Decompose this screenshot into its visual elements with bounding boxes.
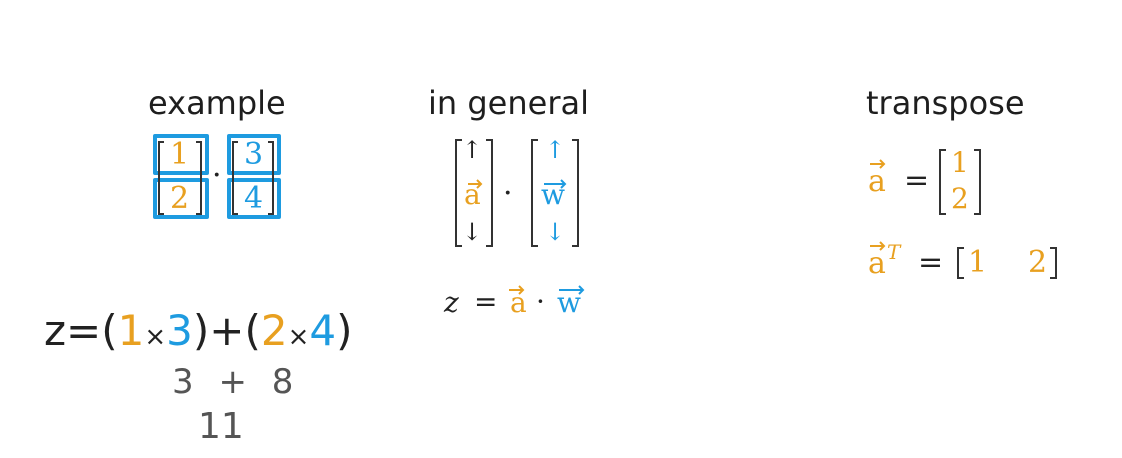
hw-one: 1 [117, 306, 145, 355]
example-brackets [158, 141, 274, 215]
general-w-symbol: w [541, 178, 565, 211]
transpose-equals-1: = [904, 163, 930, 198]
general-arrow-down-a: ↓ [462, 218, 483, 246]
transpose-at-label: a [868, 246, 886, 281]
highlight-box-a1 [153, 134, 209, 175]
example-dot: · [212, 158, 222, 193]
example-a-value-2: 2 [170, 181, 190, 216]
hw-plus: + [209, 306, 245, 355]
transpose-col-value-2: 2 [951, 182, 969, 215]
hw-two: 2 [260, 306, 288, 355]
hw-close-paren-1: ) [192, 306, 210, 355]
transpose-t-superscript: T [887, 240, 901, 264]
general-dot: · [503, 176, 513, 211]
heading-transpose: transpose [866, 84, 1025, 122]
general-arrow-up-a: ↑ [462, 136, 483, 164]
example-a-value-1: 1 [170, 137, 190, 172]
example-w-value-1: 3 [244, 137, 264, 172]
hw-z: z [44, 306, 67, 355]
transpose-row-value-1: 1 [968, 245, 988, 280]
transpose-equals-2: = [918, 245, 944, 280]
hw-equals: = [66, 306, 102, 355]
transpose-col-value-1: 1 [951, 146, 969, 179]
hw-step-plus: + [218, 362, 247, 402]
hw-open-paren-1: ( [101, 306, 118, 355]
hw-four: 4 [309, 306, 337, 355]
hw-open-paren-2: ( [244, 306, 261, 355]
hw-times-2: × [287, 322, 310, 352]
transpose-graphics [870, 149, 1057, 279]
general-eq-a: a [510, 286, 527, 319]
transpose-row-value-2: 2 [1028, 245, 1048, 280]
general-a-symbol: a [464, 178, 481, 211]
general-arrow-up-w: ↑ [545, 136, 566, 164]
general-eq-equals: = [474, 285, 498, 318]
hw-step-three: 3 [172, 362, 194, 402]
general-eq-arrows [509, 285, 585, 295]
general-brackets [455, 139, 579, 247]
transpose-a-label: a [868, 164, 886, 199]
handwritten-step: 3 + 8 [172, 362, 293, 402]
handwritten-equation: z=(1×3)+(2×4) [44, 306, 353, 355]
highlight-box-a2 [153, 178, 209, 219]
handwritten-result: 11 [198, 406, 244, 447]
general-eq-dot: · [536, 285, 545, 318]
hw-times-1: × [144, 322, 167, 352]
heading-in-general: in general [428, 84, 589, 122]
general-eq-w: w [557, 286, 581, 319]
general-eq-z: z [444, 286, 459, 319]
heading-example: example [148, 84, 286, 122]
hw-step-eight: 8 [271, 362, 294, 402]
highlight-box-w1 [227, 134, 281, 175]
highlight-box-w2 [227, 178, 281, 219]
general-arrow-down-w: ↓ [545, 218, 566, 246]
hw-close-paren-2: ) [336, 306, 353, 355]
hw-three: 3 [166, 306, 193, 355]
example-w-value-2: 4 [244, 181, 264, 216]
